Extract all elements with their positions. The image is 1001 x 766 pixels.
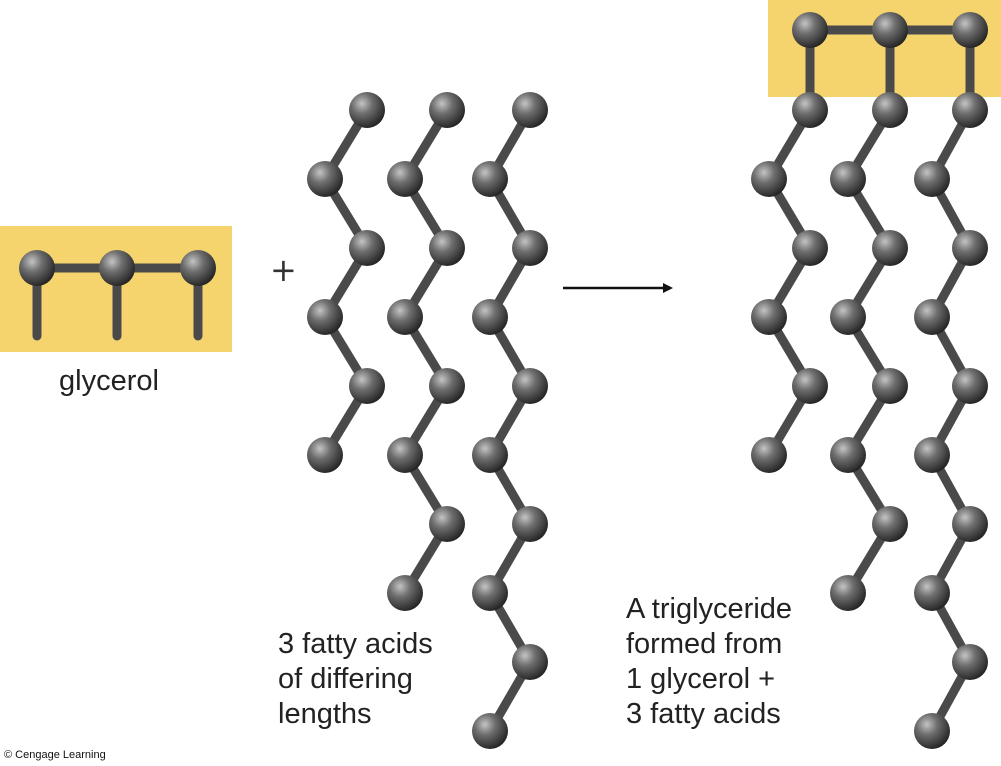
fatty-acid-chain-3-atom <box>472 713 508 749</box>
fatty-acids-label-line: lengths <box>278 698 372 730</box>
fatty-acid-chain-3-atom <box>472 161 508 197</box>
triglyceride-label-line: A triglyceride <box>626 593 793 625</box>
fatty-acid-chain-2-atom <box>429 506 465 542</box>
triglyceride-chain-2-atom <box>830 575 866 611</box>
fatty-acid-chain-1-atom <box>349 230 385 266</box>
glycerol-label: glycerol <box>59 365 159 397</box>
fatty-acid-chain-2-atom <box>387 575 423 611</box>
triglyceride-glycerol-atom <box>872 12 908 48</box>
fatty-acid-chain-3-atom <box>472 575 508 611</box>
triglyceride-glycerol-atom <box>952 12 988 48</box>
triglyceride-chain-1-atom <box>792 368 828 404</box>
triglyceride-chain-3-atom <box>914 713 950 749</box>
fatty-acid-chain-3-atom <box>472 299 508 335</box>
fatty-acid-chain-2-atom <box>429 92 465 128</box>
fatty-acid-chain-1-atom <box>307 299 343 335</box>
fatty-acid-chain-2-atom <box>429 368 465 404</box>
fatty-acid-chain-1-atom <box>307 161 343 197</box>
fatty-acid-chain-2-atom <box>429 230 465 266</box>
fatty-acid-chain-3-atom <box>472 437 508 473</box>
triglyceride-label-line: 3 fatty acids <box>626 698 781 730</box>
fatty-acid-chain-1-atom <box>307 437 343 473</box>
triglyceride-label: A triglyceride formed from 1 glycerol + … <box>626 592 792 732</box>
fatty-acid-chain-3-atom <box>512 92 548 128</box>
fatty-acid-chain-2-atom <box>387 161 423 197</box>
plus-sign: + <box>270 251 297 289</box>
triglyceride-chain-3-atom <box>914 161 950 197</box>
atoms-layer <box>19 12 988 749</box>
fatty-acid-chain-1-atom <box>349 368 385 404</box>
triglyceride-chain-2-atom <box>872 230 908 266</box>
fatty-acid-chain-2-atom <box>387 299 423 335</box>
fatty-acid-chain-3-atom <box>512 230 548 266</box>
triglyceride-chain-3-atom <box>952 506 988 542</box>
triglyceride-chain-3-atom <box>952 644 988 680</box>
triglyceride-chain-2-atom <box>872 506 908 542</box>
triglyceride-chain-1-atom <box>751 299 787 335</box>
triglyceride-chain-3-atom <box>914 437 950 473</box>
glycerol-atom <box>19 250 55 286</box>
triglyceride-chain-2-atom <box>830 161 866 197</box>
triglyceride-chain-3-atom <box>952 230 988 266</box>
triglyceride-chain-2-atom <box>830 437 866 473</box>
fatty-acids-label-line: 3 fatty acids <box>278 628 433 660</box>
fatty-acid-chain-3-atom <box>512 506 548 542</box>
triglyceride-chain-1-atom <box>751 437 787 473</box>
fatty-acids-label-line: of differing <box>278 663 413 695</box>
fatty-acids-label: 3 fatty acids of differing lengths <box>278 627 433 732</box>
fatty-acid-chain-1-atom <box>349 92 385 128</box>
fatty-acid-chain-3-atom <box>512 368 548 404</box>
triglyceride-chain-3-atom <box>914 299 950 335</box>
triglyceride-chain-2-atom <box>872 368 908 404</box>
triglyceride-chain-2-atom <box>872 92 908 128</box>
triglyceride-label-line: formed from <box>626 628 783 660</box>
triglyceride-chain-1-atom <box>751 161 787 197</box>
triglyceride-chain-1-atom <box>792 92 828 128</box>
triglyceride-chain-1-atom <box>792 230 828 266</box>
fatty-acid-chain-2-atom <box>387 437 423 473</box>
triglyceride-chain-3-atom <box>952 92 988 128</box>
triglyceride-chain-3-atom <box>914 575 950 611</box>
triglyceride-chain-2-atom <box>830 299 866 335</box>
glycerol-atom <box>180 250 216 286</box>
fatty-acid-chain-3-atom <box>512 644 548 680</box>
triglyceride-chain-3-atom <box>952 368 988 404</box>
copyright-credit: © Cengage Learning <box>4 749 106 761</box>
triglyceride-label-line: 1 glycerol + <box>626 663 776 695</box>
triglyceride-glycerol-atom <box>792 12 828 48</box>
bonds-layer <box>32 25 975 736</box>
glycerol-atom <box>99 250 135 286</box>
